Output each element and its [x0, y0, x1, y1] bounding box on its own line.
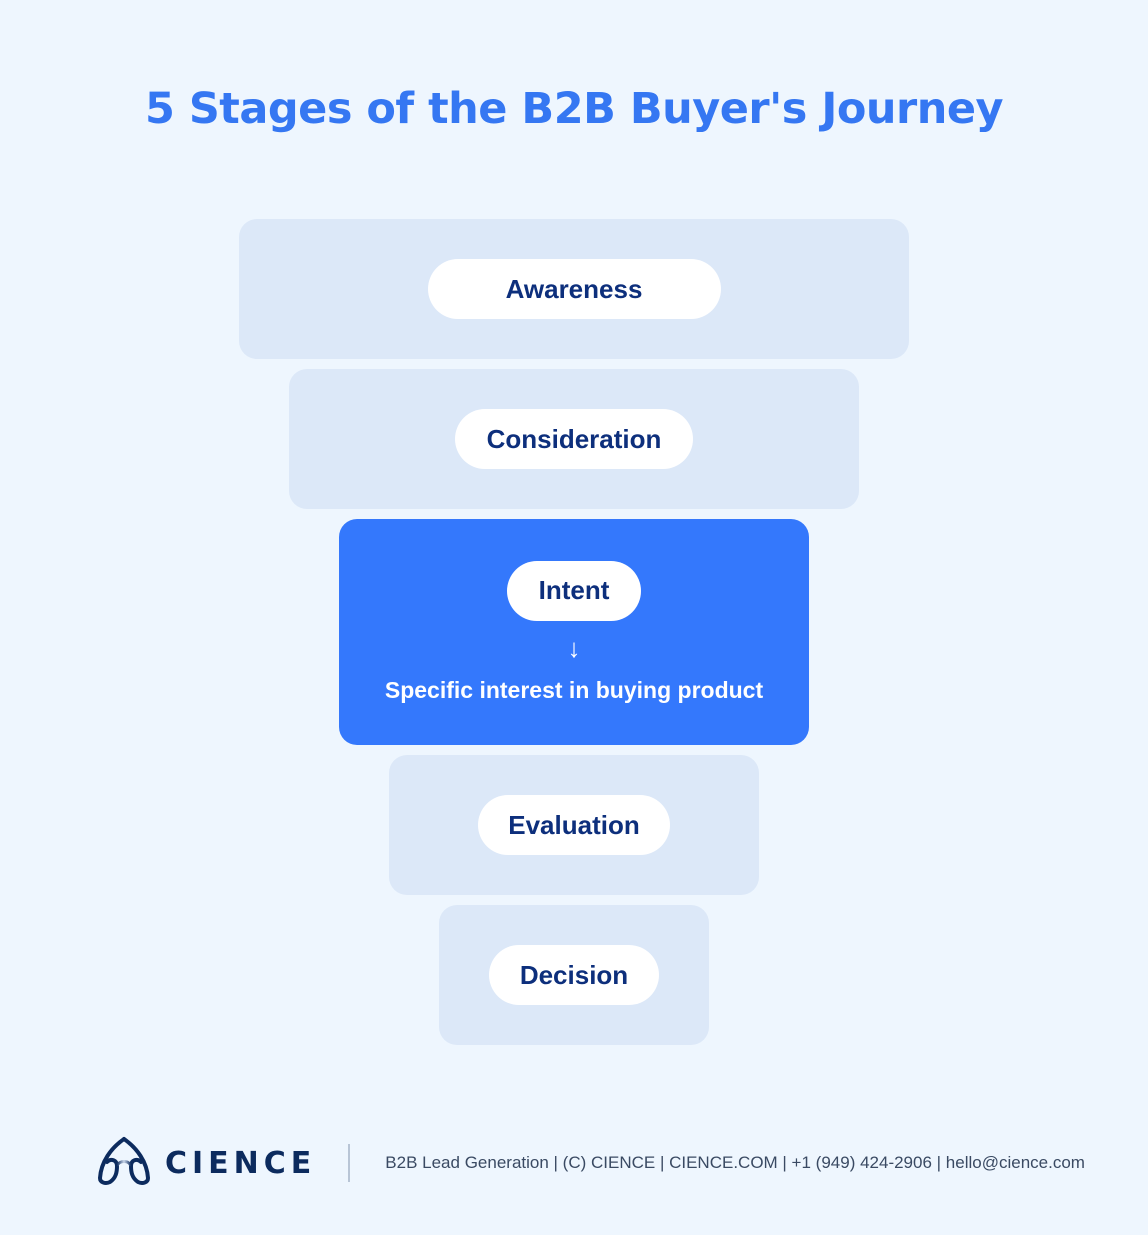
stage-label: Awareness — [427, 259, 721, 319]
stage-awareness: Awareness — [239, 219, 909, 359]
stage-label: Decision — [489, 945, 659, 1005]
page-title: 5 Stages of the B2B Buyer's Journey — [144, 84, 1004, 134]
stage-evaluation: Evaluation — [389, 755, 759, 895]
logo-text: CIENCE — [165, 1145, 317, 1181]
stage-decision: Decision — [439, 905, 709, 1045]
stage-description: Specific interest in buying product — [384, 676, 764, 703]
stage-consideration: Consideration — [289, 369, 859, 509]
stage-intent: Intent ↓ Specific interest in buying pro… — [339, 519, 809, 745]
stage-label: Consideration — [455, 409, 693, 469]
stage-label: Intent — [507, 560, 641, 621]
footer-info: B2B Lead Generation | (C) CIENCE | CIENC… — [385, 1153, 1085, 1172]
cience-logo-icon — [97, 1136, 151, 1191]
arrow-down-icon: ↓ — [567, 632, 581, 663]
footer: CIENCE B2B Lead Generation | (C) CIENCE … — [97, 1136, 1085, 1191]
stage-label: Evaluation — [478, 795, 670, 855]
footer-divider — [348, 1144, 351, 1182]
